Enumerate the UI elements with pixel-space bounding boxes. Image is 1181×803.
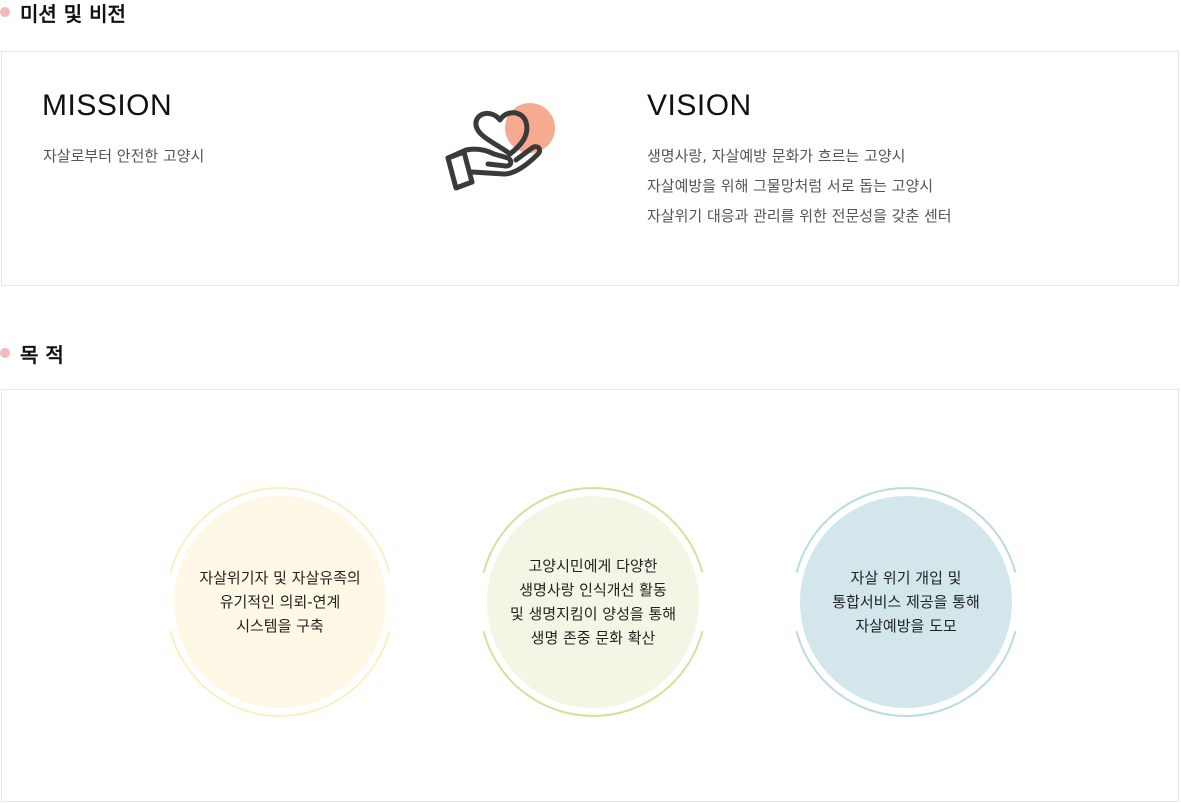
vision-line: 자살예방을 위해 그물망처럼 서로 돕는 고양시 bbox=[647, 177, 934, 195]
circle-ring-top bbox=[169, 486, 391, 573]
dot-bullet-icon bbox=[0, 7, 10, 17]
mission-text: 자살로부터 안전한 고양시 bbox=[43, 147, 205, 165]
purpose-line: 시스템을 구축 bbox=[236, 617, 324, 635]
purpose-line: 생명 존중 문화 확산 bbox=[530, 629, 656, 647]
purpose-line: 및 생명지킴이 양성을 통해 bbox=[509, 605, 677, 623]
circle-ring-bottom bbox=[169, 631, 391, 718]
purpose-line: 생명사랑 인식개선 활동 bbox=[519, 581, 667, 599]
section-title-purpose: 목 적 bbox=[0, 341, 64, 367]
vision-line: 자살위기 대응과 관리를 위한 전문성을 갖춘 센터 bbox=[647, 207, 952, 225]
section-title-mission-vision: 미션 및 비전 bbox=[0, 0, 126, 26]
vision-line: 생명사랑, 자살예방 문화가 흐르는 고양시 bbox=[647, 147, 906, 165]
circle-ring-top bbox=[482, 486, 704, 573]
dot-bullet-icon bbox=[0, 348, 10, 358]
vision-list: 생명사랑, 자살예방 문화가 흐르는 고양시 자살예방을 위해 그물망처럼 서로… bbox=[647, 141, 952, 231]
circle-fill bbox=[174, 496, 386, 708]
vision-heading: VISION bbox=[647, 89, 752, 122]
circle-ring-top bbox=[795, 486, 1017, 573]
purpose-circle-3: 자살 위기 개입 및 통합서비스 제공을 통해 자살예방을 도모 bbox=[790, 486, 1022, 718]
purpose-text: 고양시민에게 다양한 생명사랑 인식개선 활동 및 생명지킴이 양성을 통해 생… bbox=[477, 486, 709, 718]
purpose-line: 고양시민에게 다양한 bbox=[528, 557, 658, 575]
circle-ring-icon bbox=[482, 486, 704, 718]
circle-ring-icon bbox=[795, 486, 1017, 718]
purpose-line: 자살위기자 및 자살유족의 bbox=[199, 569, 361, 587]
section-title-text: 미션 및 비전 bbox=[20, 1, 126, 26]
mission-vision-panel: MISSION 자살로부터 안전한 고양시 VISION 생명사랑, 자살예방 … bbox=[1, 51, 1179, 286]
purpose-panel: 자살위기자 및 자살유족의 유기적인 의뢰-연계 시스템을 구축 고양시민에게 … bbox=[1, 389, 1179, 802]
purpose-text: 자살위기자 및 자살유족의 유기적인 의뢰-연계 시스템을 구축 bbox=[164, 486, 396, 718]
circle-fill bbox=[800, 496, 1012, 708]
purpose-line: 자살 위기 개입 및 bbox=[850, 569, 962, 587]
purpose-line: 자살예방을 도모 bbox=[855, 617, 957, 635]
purpose-line: 유기적인 의뢰-연계 bbox=[219, 593, 341, 611]
purpose-circle-2: 고양시민에게 다양한 생명사랑 인식개선 활동 및 생명지킴이 양성을 통해 생… bbox=[477, 486, 709, 718]
mission-heading: MISSION bbox=[42, 89, 173, 122]
section-title-text: 목 적 bbox=[20, 342, 64, 367]
circle-ring-bottom bbox=[482, 631, 704, 718]
circle-fill bbox=[487, 496, 699, 708]
purpose-circle-1: 자살위기자 및 자살유족의 유기적인 의뢰-연계 시스템을 구축 bbox=[164, 486, 396, 718]
hand-holding-heart-icon bbox=[445, 103, 555, 191]
circle-ring-icon bbox=[169, 486, 391, 718]
purpose-line: 통합서비스 제공을 통해 bbox=[832, 593, 980, 611]
circle-ring-bottom bbox=[795, 631, 1017, 718]
purpose-text: 자살 위기 개입 및 통합서비스 제공을 통해 자살예방을 도모 bbox=[790, 486, 1022, 718]
